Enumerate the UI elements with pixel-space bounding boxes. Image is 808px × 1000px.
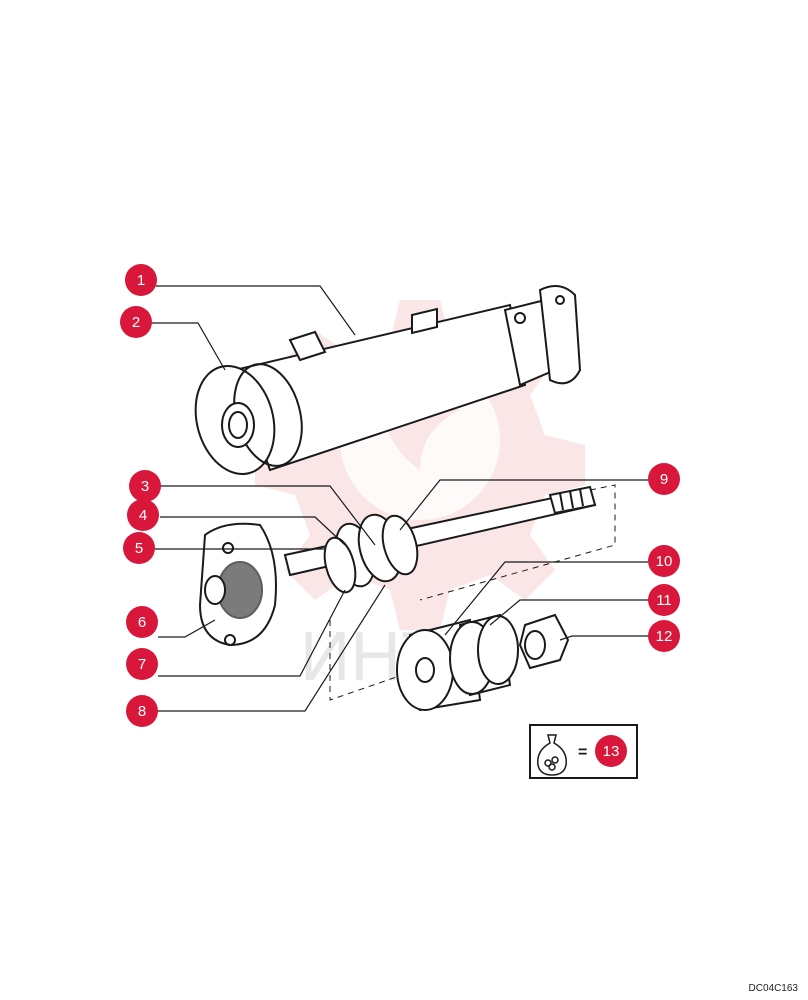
svg-text:9: 9 [660,471,668,488]
callout-12: 12 [648,620,680,652]
svg-text:5: 5 [135,540,143,557]
cylinder-barrel [194,285,582,476]
callout-1: 1 [125,264,157,296]
svg-text:13: 13 [603,743,620,760]
svg-text:6: 6 [138,614,146,631]
callout-5: 5 [123,532,155,564]
svg-text:3: 3 [141,478,149,495]
svg-text:11: 11 [656,592,672,609]
svg-text:4: 4 [139,507,147,524]
callout-2: 2 [120,306,152,338]
part-12-nut [518,613,570,670]
callout-4: 4 [127,499,159,531]
callout-9: 9 [648,463,680,495]
svg-text:10: 10 [656,553,673,570]
callout-3: 3 [129,470,161,502]
figure-code: DC04C163 [748,983,798,994]
svg-text:12: 12 [656,628,673,645]
callout-13: 13 [595,735,627,767]
piston-rod [198,485,597,647]
callout-11: 11 [648,584,680,616]
assembly-guide-lines [329,484,616,701]
parts-bag-icon [537,734,567,776]
svg-text:8: 8 [138,703,146,720]
kit-box: = [529,724,638,779]
svg-text:2: 2 [132,314,140,331]
svg-text:1: 1 [137,272,145,289]
callout-10: 10 [648,545,680,577]
callout-6: 6 [126,606,158,638]
kit-equals-sign: = [578,744,587,761]
svg-text:7: 7 [138,656,146,673]
callout-7: 7 [126,648,158,680]
part-11-ring [449,613,519,697]
callout-8: 8 [126,695,158,727]
leader-lines [152,285,648,712]
